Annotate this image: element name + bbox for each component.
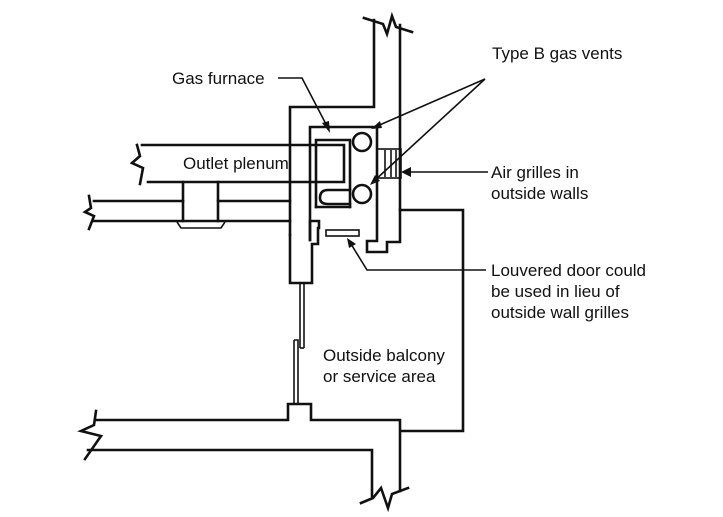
label-louvered-door-line1: Louvered door could	[491, 261, 646, 280]
furnace-closet	[288, 125, 402, 285]
label-air-grilles-line1: Air grilles in	[491, 163, 579, 182]
gas-furnace	[314, 138, 352, 209]
break-line-slab-lower	[77, 409, 104, 461]
floor-slab-upper	[82, 180, 292, 231]
type-b-gas-vent-lower	[351, 183, 373, 205]
sliding-door	[293, 283, 305, 404]
leader-air-grilles	[401, 167, 488, 177]
leader-louvered-door	[347, 238, 486, 271]
louvered-door	[325, 229, 360, 237]
break-line-top	[362, 11, 414, 39]
break-line-plenum	[129, 143, 145, 186]
ceiling-diffuser	[176, 221, 226, 229]
leader-type-b-vents	[370, 78, 486, 185]
label-type-b-vents: Type B gas vents	[492, 44, 622, 63]
break-line-slab-upper	[82, 194, 96, 231]
label-gas-furnace: Gas furnace	[172, 69, 265, 88]
outlet-plenum	[129, 143, 346, 186]
label-outlet-plenum: Outlet plenum	[183, 154, 289, 173]
label-balcony-line2: or service area	[323, 367, 436, 386]
exterior-wall	[398, 208, 465, 433]
leader-gas-furnace	[278, 77, 330, 133]
label-balcony-line1: Outside balcony	[323, 346, 445, 365]
label-louvered-door-line2: be used in lieu of	[491, 282, 620, 301]
burner	[318, 188, 352, 206]
break-line-bottom	[359, 485, 410, 513]
label-air-grilles-line2: outside walls	[491, 184, 588, 203]
air-grille	[376, 148, 402, 179]
floor-slab-lower	[77, 402, 410, 513]
type-b-gas-vent-upper	[351, 131, 373, 153]
label-louvered-door-line3: outside wall grilles	[491, 303, 629, 322]
upper-wall	[288, 11, 414, 242]
